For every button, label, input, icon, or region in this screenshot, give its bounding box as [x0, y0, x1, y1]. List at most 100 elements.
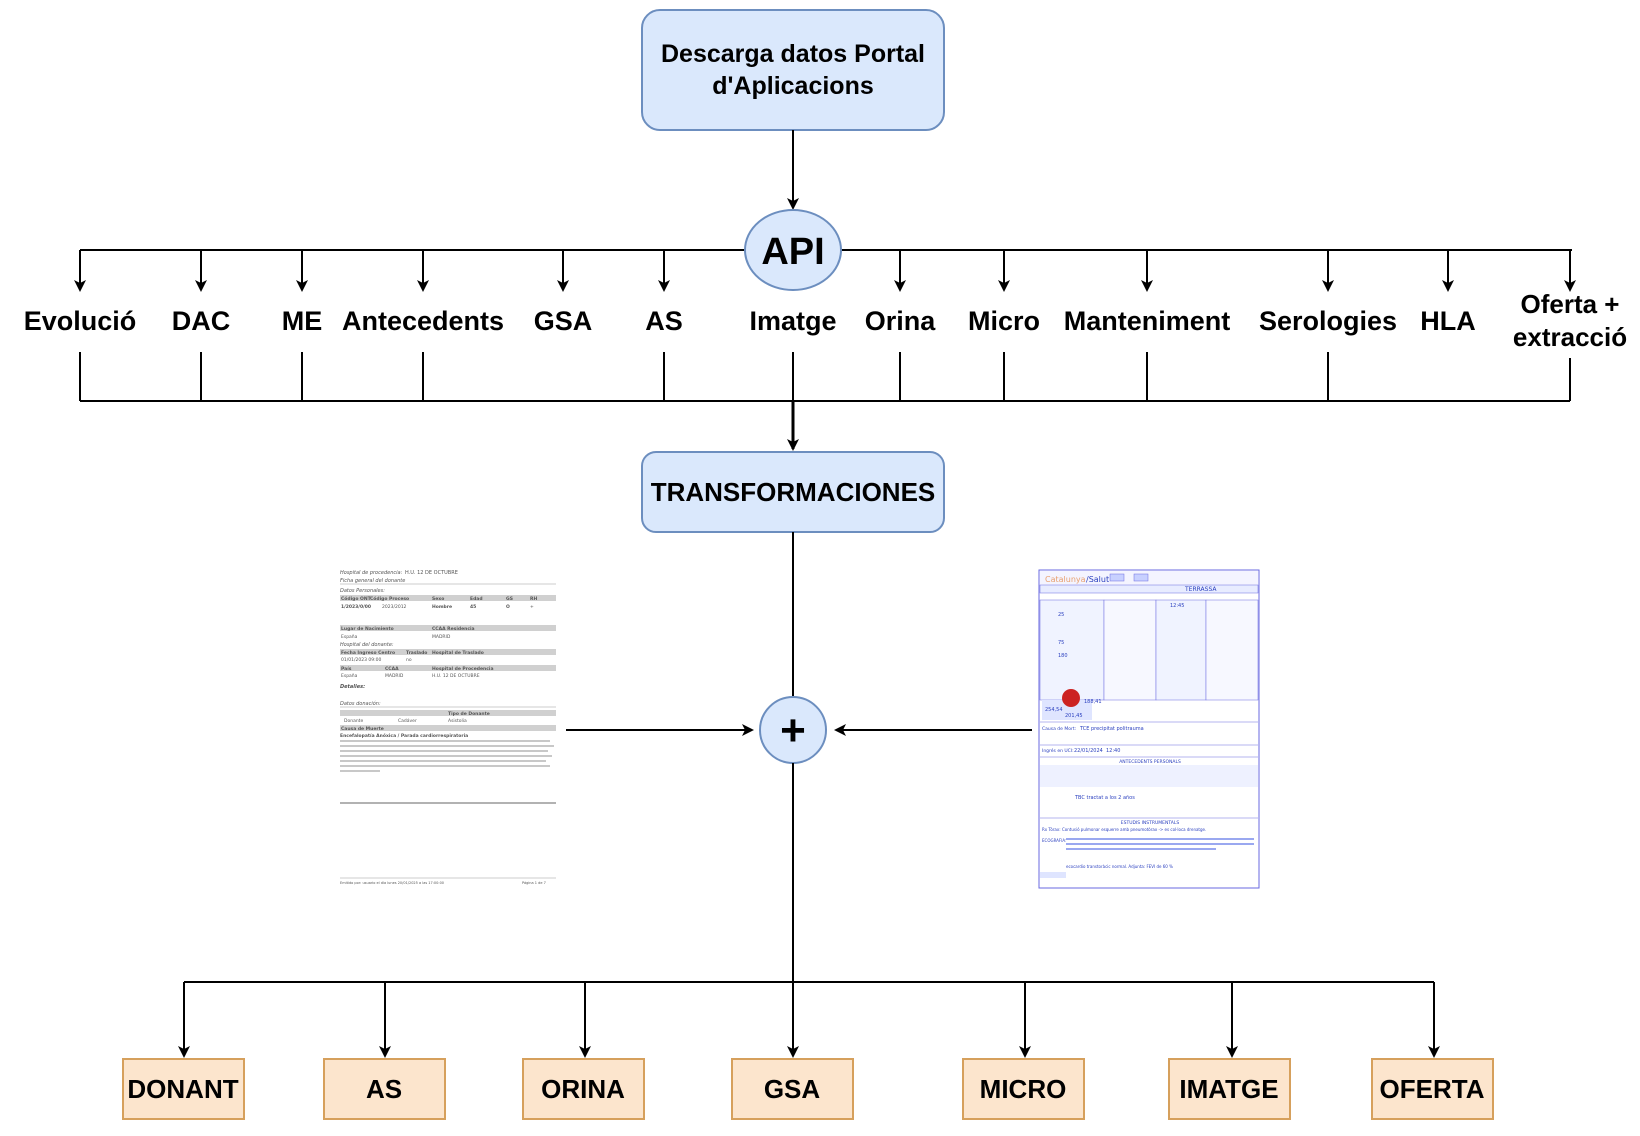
svg-text:España: España — [341, 634, 358, 640]
svg-text:MADRID: MADRID — [385, 673, 404, 679]
svg-text:2023/2012: 2023/2012 — [382, 604, 407, 610]
transform-label: TRANSFORMACIONES — [651, 477, 936, 507]
output-orina-label: ORINA — [541, 1074, 625, 1104]
svg-text:+: + — [530, 604, 534, 610]
svg-text:Causa de Mort:: Causa de Mort: — [1042, 726, 1076, 732]
svg-text:Emitido por: usuario el día lu: Emitido por: usuario el día lunes 20/01/… — [340, 881, 444, 885]
svg-text:CCAA: CCAA — [385, 666, 399, 672]
svg-text:201,45: 201,45 — [1065, 713, 1083, 719]
svg-text:Edad: Edad — [470, 596, 483, 602]
merge-plus-icon: + — [780, 706, 806, 755]
svg-text:Donante: Donante — [344, 718, 363, 724]
svg-text:Datos Personales:: Datos Personales: — [340, 588, 385, 594]
endpoint-gsa: GSA — [534, 306, 593, 336]
merge-node: + — [759, 696, 827, 764]
source-label-line1: Descarga datos Portal — [661, 40, 925, 68]
svg-text:no: no — [406, 658, 412, 663]
svg-text:12:45: 12:45 — [1170, 603, 1184, 609]
svg-text:H.U. 12 DE OCTUBRE: H.U. 12 DE OCTUBRE — [405, 570, 458, 576]
api-node: API — [744, 209, 842, 291]
svg-text:Ingrés en UCI:: Ingrés en UCI: — [1042, 747, 1074, 754]
endpoint-imatge: Imatge — [749, 306, 836, 336]
svg-text:188,41: 188,41 — [1084, 699, 1102, 705]
svg-text:Código Proceso: Código Proceso — [370, 595, 409, 602]
right-form-thumbnail: Catalunya /Salut TERRASSA 25 75 180 12:4… — [1038, 569, 1260, 889]
svg-text:12:40: 12:40 — [1106, 748, 1120, 754]
output-micro: MICRO — [962, 1058, 1085, 1120]
svg-text:Ficha general del donante: Ficha general del donante — [340, 578, 405, 584]
svg-text:Hospital de Traslado: Hospital de Traslado — [432, 650, 484, 656]
output-oferta-label: OFERTA — [1380, 1074, 1485, 1104]
svg-text:Contusió pulmonar esquerre amb: Contusió pulmonar esquerre amb pneumotòr… — [1062, 827, 1206, 832]
svg-text:Lugar de Nacimiento: Lugar de Nacimiento — [341, 626, 394, 632]
output-oferta: OFERTA — [1371, 1058, 1494, 1120]
svg-text:País: País — [341, 665, 352, 672]
endpoint-evolucio: Evolució — [24, 306, 137, 336]
svg-text:ANTECEDENTS PERSONALS: ANTECEDENTS PERSONALS — [1119, 759, 1181, 765]
endpoint-me: ME — [282, 306, 323, 336]
svg-text:Hospital de procedencia:: Hospital de procedencia: — [340, 570, 403, 576]
left-document-thumbnail: Hospital de procedencia: H.U. 12 DE OCTU… — [336, 563, 558, 889]
svg-text:Asistolia: Asistolia — [448, 718, 467, 724]
output-orina: ORINA — [522, 1058, 645, 1120]
output-tables: DONANT AS ORINA GSA MICRO IMATGE OFERTA — [122, 1058, 1494, 1120]
svg-text:GS: GS — [506, 596, 513, 602]
svg-text:Datos donación:: Datos donación: — [340, 700, 381, 707]
svg-text:ESTUDIS INSTRUMENTALS: ESTUDIS INSTRUMENTALS — [1121, 820, 1180, 826]
svg-text:España: España — [341, 673, 358, 679]
svg-text:ECOGRAFIA:: ECOGRAFIA: — [1042, 838, 1066, 843]
output-arrows — [178, 982, 1440, 1058]
endpoint-dac: DAC — [172, 306, 231, 336]
svg-text:Detalles:: Detalles: — [340, 684, 365, 690]
endpoint-antecedents: Antecedents — [342, 306, 504, 336]
svg-text:Catalunya: Catalunya — [1045, 575, 1086, 584]
svg-text:25: 25 — [1058, 612, 1064, 618]
output-imatge-label: IMATGE — [1179, 1074, 1278, 1104]
svg-text:H.U. 12 DE OCTUBRE: H.U. 12 DE OCTUBRE — [432, 673, 480, 679]
svg-text:MADRID: MADRID — [432, 634, 451, 640]
endpoint-oferta-line2: extracció — [1513, 322, 1627, 352]
endpoint-hla: HLA — [1420, 306, 1476, 336]
output-micro-label: MICRO — [980, 1074, 1067, 1104]
output-gsa: GSA — [731, 1058, 854, 1120]
output-donant: DONANT — [122, 1058, 245, 1120]
svg-text:Encefalopatía Anóxica / Parada: Encefalopatía Anóxica / Parada cardiorre… — [340, 732, 468, 739]
endpoint-collector-lines — [79, 352, 1571, 402]
svg-text:75: 75 — [1058, 640, 1064, 646]
output-as-label: AS — [366, 1074, 402, 1104]
svg-text:Rx Tòrax:: Rx Tòrax: — [1042, 827, 1061, 832]
svg-text:Cadáver: Cadáver — [398, 717, 417, 724]
output-as: AS — [323, 1058, 446, 1120]
svg-text:45: 45 — [470, 604, 476, 610]
output-donant-label: DONANT — [127, 1074, 238, 1104]
source-label-line2: d'Aplicacions — [712, 72, 874, 100]
source-node: Descarga datos Portal d'Aplicacions — [641, 9, 945, 131]
endpoint-oferta-line1: Oferta + — [1521, 289, 1620, 319]
endpoint-orina: Orina — [865, 306, 937, 336]
svg-text:Código ONT: Código ONT — [341, 595, 372, 602]
svg-text:01/01/2023 09:00: 01/01/2023 09:00 — [341, 657, 381, 663]
endpoint-serologies: Serologies — [1259, 306, 1397, 336]
svg-text:RH: RH — [530, 596, 537, 602]
svg-text:22/01/2024: 22/01/2024 — [1074, 748, 1103, 754]
svg-text:254,54: 254,54 — [1045, 707, 1063, 713]
svg-text:Hombre: Hombre — [432, 604, 452, 610]
svg-text:TCE precipitat politrauma: TCE precipitat politrauma — [1079, 726, 1144, 732]
endpoint-as: AS — [645, 306, 683, 336]
svg-text:Causa de Muerte: Causa de Muerte — [341, 726, 384, 732]
svg-text:ecocardio transtoràcic normal.: ecocardio transtoràcic normal. Adjunta: … — [1066, 864, 1173, 869]
endpoint-labels: Evolució DAC ME Antecedents GSA AS Imatg… — [24, 289, 1627, 352]
svg-text:TBC tractat a los 2 años: TBC tractat a los 2 años — [1074, 795, 1135, 801]
svg-text:1/2023/0/00: 1/2023/0/00 — [341, 604, 371, 610]
svg-text:CCAA Residencia: CCAA Residencia — [432, 626, 475, 632]
svg-text:Página 1 de 7: Página 1 de 7 — [522, 881, 546, 885]
svg-text:Fecha Ingreso Centro: Fecha Ingreso Centro — [341, 650, 395, 656]
endpoint-manteniment: Manteniment — [1064, 306, 1231, 336]
svg-text:Hospital de Procedencia: Hospital de Procedencia — [432, 666, 494, 672]
svg-text:Tipo de Donante: Tipo de Donante — [448, 711, 490, 717]
svg-text:Sexo: Sexo — [432, 596, 444, 602]
svg-text:Traslado: Traslado — [406, 650, 427, 656]
svg-text:Hospital del donante:: Hospital del donante: — [340, 642, 394, 648]
output-gsa-label: GSA — [764, 1074, 821, 1104]
